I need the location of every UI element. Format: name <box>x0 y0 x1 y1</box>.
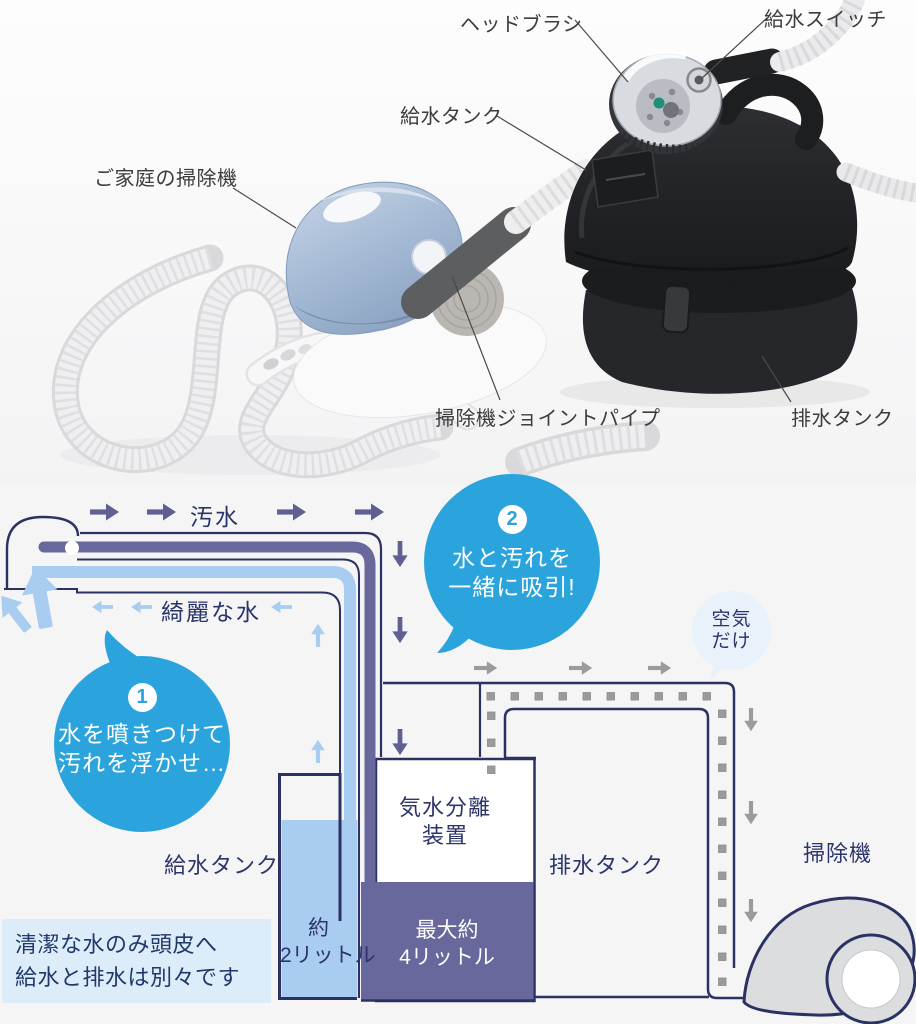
leader-water-tank <box>496 115 587 171</box>
air-only-bubble: 空気 だけ <box>692 591 771 670</box>
step1-line1: 水を噴きつけて <box>58 721 226 747</box>
step2-number: 2 <box>497 505 527 534</box>
tank-clip <box>661 284 692 334</box>
hose-outline-mid <box>77 558 360 998</box>
leader-head-brush <box>574 19 629 83</box>
green-indicator <box>653 97 665 109</box>
air-only-line1: 空気 <box>711 608 752 630</box>
air-pipe-outer <box>383 681 736 968</box>
drain-capacity: 最大約 4リットル <box>380 917 514 972</box>
separator-line1: 気水分離 <box>398 795 491 820</box>
step2-bubble: 2 水と汚れを 一緒に吸引! <box>424 474 600 650</box>
top-handle <box>715 73 824 150</box>
flow-diagram <box>1 503 916 1024</box>
handle-cutout <box>323 191 381 223</box>
label-supply-tank: 給水タンク <box>164 853 280 878</box>
headspa-unit <box>564 0 916 394</box>
supply-capacity-line2: 2リットル <box>280 944 376 968</box>
note-box: 清潔な水のみ頭皮へ 給水と排水は別々です <box>2 919 271 1003</box>
leader-lines <box>232 17 792 403</box>
leader-joint-pipe <box>451 275 501 401</box>
label-vacuum: 掃除機 <box>803 841 873 866</box>
vacuum-graphic <box>742 896 916 1024</box>
label-water-tank: 給水タンク <box>400 106 503 128</box>
drain-capacity-line2: 4リットル <box>399 946 495 970</box>
hose-outline-inner <box>4 588 341 920</box>
brush-head <box>5 515 80 590</box>
main-dome <box>564 105 858 287</box>
drain-tank-body <box>582 288 858 394</box>
brand-plate <box>591 149 659 208</box>
label-dirty-water: 汚水 <box>190 504 240 530</box>
label-drain-tank-photo: 排水タンク <box>791 408 894 430</box>
label-separator: 気水分離 装置 <box>378 794 512 849</box>
air-pipe-inner <box>503 707 757 1000</box>
air-dots <box>486 692 727 986</box>
hose-outline-outer <box>80 531 383 757</box>
note-line1: 清潔な水のみ頭皮へ <box>15 932 218 957</box>
label-joint-pipe: 掃除機ジョイントパイプ <box>435 408 661 430</box>
product-photo <box>0 0 916 485</box>
step2-line1: 水と汚れを <box>452 545 572 571</box>
step1-number: 1 <box>127 683 157 712</box>
step2-line2: 一緒に吸引! <box>448 573 576 600</box>
joint-pipe-graphic <box>401 207 531 319</box>
corrugated-hose <box>51 244 660 479</box>
leader-water-switch <box>700 17 768 80</box>
head-brush-dome <box>609 51 723 154</box>
leader-drain-tank <box>761 355 792 403</box>
dirty-water-pipe <box>38 541 376 890</box>
drain-water <box>361 882 534 1000</box>
label-head-brush: ヘッドブラシ <box>460 14 583 36</box>
household-vacuum <box>285 159 598 419</box>
drain-capacity-line1: 最大約 <box>415 919 479 942</box>
clean-water-pipe <box>32 566 356 850</box>
separator-line2: 装置 <box>421 822 468 848</box>
note-line2: 給水と排水は別々です <box>15 965 241 990</box>
label-water-switch: 給水スイッチ <box>764 9 887 31</box>
label-household-vacuum: ご家庭の掃除機 <box>94 168 238 190</box>
nozzle-knob <box>65 541 79 555</box>
label-clean-water: 綺麗な水 <box>161 599 261 625</box>
supply-capacity: 約 2リットル <box>280 915 376 970</box>
label-drain-tank-diagram: 排水タンク <box>549 853 665 878</box>
leader-household-vacuum <box>232 187 297 229</box>
supply-capacity-line1: 約 <box>308 917 329 940</box>
spray-arrows <box>1 566 58 633</box>
step1-bubble: 1 水を噴きつけて 汚れを浮かせ… <box>54 656 230 832</box>
step1-line2: 汚れを浮かせ… <box>58 749 226 776</box>
brush-bristles <box>619 131 703 154</box>
air-only-line2: だけ <box>711 630 752 652</box>
